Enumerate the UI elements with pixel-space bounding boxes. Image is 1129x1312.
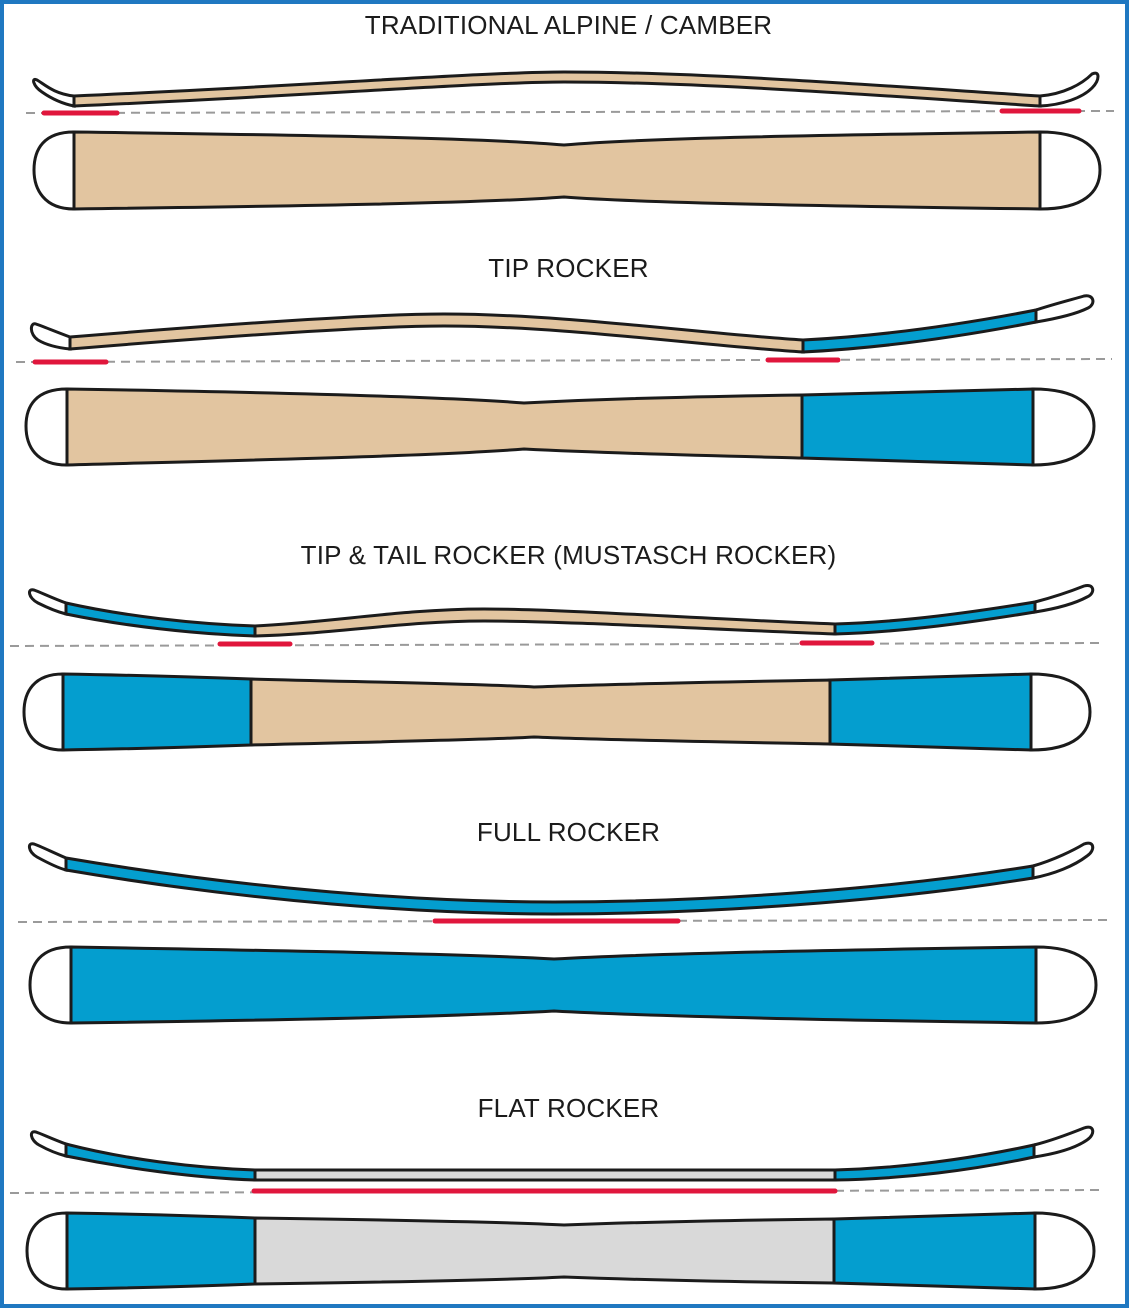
- full-rocker-side-tip-right: [1031, 841, 1095, 880]
- tip-tail-top-rocker-left: [61, 672, 253, 752]
- ski-profiles-svg: [9, 70, 1115, 1291]
- tip-rocker-ground-line: [15, 358, 1113, 363]
- camber-side-body: [72, 70, 1042, 108]
- tip-tail-side-rocker-left: [64, 601, 257, 638]
- camber-ground-line: [25, 110, 1115, 114]
- tip-tail-ground-line: [9, 642, 1105, 647]
- tip-rocker-top-camber: [65, 387, 804, 467]
- tip-rocker-side-rocker: [801, 308, 1038, 354]
- full-rocker-side-body: [64, 856, 1035, 916]
- tip-rocker-side-tip-left: [29, 322, 72, 351]
- camber-top-tail: [32, 130, 76, 211]
- full-rocker-top-view: [28, 945, 1098, 1025]
- tip-rocker-side-camber: [68, 312, 805, 354]
- tip-tail-top-camber: [249, 677, 832, 747]
- tip-rocker-top-tip: [1031, 387, 1096, 467]
- section-tip-rocker: [15, 294, 1113, 467]
- flat-rocker-side-profile: [30, 1125, 1095, 1182]
- section-title-tip-tail-rocker: TIP & TAIL ROCKER (MUSTASCH ROCKER): [300, 540, 837, 570]
- flat-rocker-side-tip-left: [30, 1130, 68, 1158]
- full-rocker-top-tail: [28, 945, 73, 1025]
- section-tip-tail-rocker: [9, 583, 1105, 752]
- tip-tail-top-tip: [1029, 672, 1092, 752]
- section-title-tip-rocker: TIP ROCKER: [488, 253, 649, 283]
- tip-tail-top-view: [22, 672, 1092, 752]
- tip-tail-side-tip-left: [28, 588, 68, 616]
- flat-rocker-top-flat: [253, 1216, 836, 1286]
- flat-rocker-top-tail: [25, 1211, 69, 1291]
- flat-rocker-top-view: [25, 1211, 1096, 1291]
- camber-top-body: [72, 130, 1042, 211]
- flat-rocker-side-flat: [253, 1168, 837, 1182]
- section-camber: [25, 70, 1115, 211]
- tip-rocker-top-rocker: [800, 387, 1035, 467]
- full-rocker-side-tip-left: [28, 842, 68, 872]
- full-rocker-top-tip: [1034, 945, 1098, 1025]
- tip-rocker-top-view: [24, 387, 1096, 467]
- tip-tail-side-camber: [253, 607, 837, 638]
- full-rocker-top-body: [69, 945, 1038, 1025]
- full-rocker-side-profile: [28, 841, 1095, 916]
- section-title-full-rocker: FULL ROCKER: [476, 817, 661, 847]
- flat-rocker-side-rocker-left: [64, 1142, 257, 1182]
- tip-tail-side-rocker-right: [833, 600, 1037, 636]
- camber-side-tip-left: [32, 77, 76, 108]
- tip-rocker-side-profile: [29, 294, 1095, 354]
- camber-top-tip: [1038, 130, 1102, 211]
- section-title-flat-rocker: FLAT ROCKER: [477, 1093, 660, 1123]
- section-full-rocker: [17, 841, 1109, 1025]
- camber-side-profile: [32, 70, 1100, 108]
- flat-rocker-top-rocker-left: [65, 1211, 257, 1291]
- camber-top-view: [32, 130, 1102, 211]
- section-flat-rocker: [9, 1125, 1105, 1291]
- tip-tail-side-tip-right: [1033, 583, 1095, 614]
- tip-rocker-side-tip-right: [1034, 294, 1095, 324]
- tip-tail-top-rocker-right: [828, 672, 1033, 752]
- section-title-camber: TRADITIONAL ALPINE / CAMBER: [364, 10, 773, 40]
- flat-rocker-top-rocker-right: [832, 1211, 1037, 1291]
- flat-rocker-side-rocker-right: [833, 1143, 1036, 1182]
- flat-rocker-side-tip-right: [1032, 1125, 1095, 1159]
- camber-side-tip-right: [1038, 71, 1100, 108]
- tip-tail-side-profile: [28, 583, 1095, 638]
- tip-rocker-top-tail: [24, 387, 69, 467]
- flat-rocker-top-tip: [1033, 1211, 1096, 1291]
- tip-tail-top-tail: [22, 672, 65, 752]
